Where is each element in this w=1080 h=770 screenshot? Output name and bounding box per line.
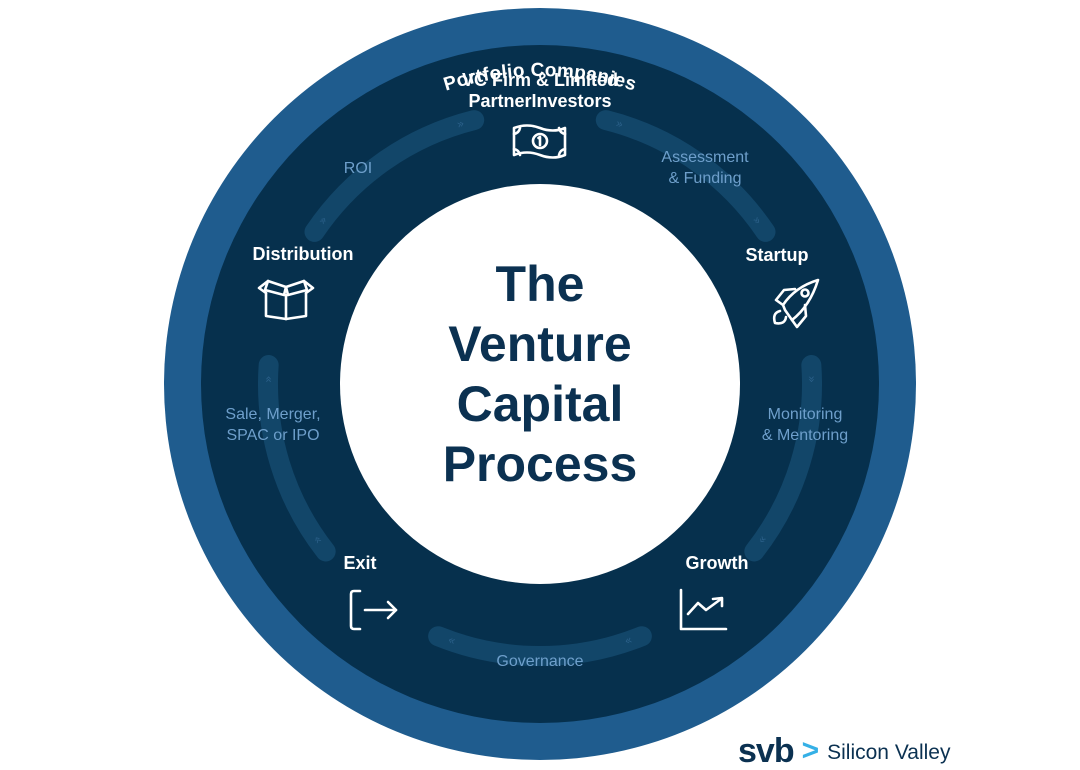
logo-text: Silicon Valley — [827, 741, 951, 764]
stage-label: Startup — [746, 245, 809, 265]
track-governance — [428, 626, 652, 666]
trend-chart-icon — [679, 588, 728, 631]
stage-growth: Growth — [679, 553, 749, 631]
chevron-icon: » — [261, 375, 275, 383]
track-monitoring-mentoring — [744, 355, 822, 562]
transition-label: & Funding — [669, 170, 742, 187]
money-bill-icon — [512, 124, 567, 159]
title-line: The — [496, 256, 585, 312]
stage-distribution: Distribution — [253, 244, 354, 321]
transition-label: Sale, Merger, — [225, 406, 320, 423]
transition-monitoring-mentoring: Monitoring & Mentoring — [762, 406, 848, 444]
stage-label: Growth — [686, 553, 749, 573]
svb-logo: svb > Silicon Valley — [738, 734, 951, 768]
transition-label: Assessment — [661, 149, 749, 166]
transition-sale-merger: Sale, Merger, SPAC or IPO — [225, 406, 320, 444]
open-box-icon — [257, 279, 315, 321]
center-title: The Venture Capital Process — [443, 256, 638, 492]
stage-startup: Startup — [746, 245, 820, 329]
track-assessment-funding — [595, 110, 776, 242]
transition-label: & Mentoring — [762, 427, 848, 444]
transition-tracks: »»»»»»»»»» — [258, 110, 822, 666]
transition-label: Monitoring — [768, 406, 843, 423]
stage-label: VC Firm & Limited — [462, 70, 618, 90]
transition-label: SPAC or IPO — [226, 427, 319, 444]
chevron-icon: » — [805, 375, 819, 383]
stage-exit: Exit — [343, 553, 398, 631]
title-line: Capital — [457, 376, 624, 432]
transition-label: Governance — [496, 653, 583, 670]
track-sale-merger — [258, 355, 336, 562]
title-line: Process — [443, 436, 638, 492]
stage-vc-firm: VC Firm & Limited PartnerInvestors — [462, 70, 618, 159]
transition-assessment-funding: Assessment & Funding — [661, 149, 749, 187]
stage-label: Distribution — [253, 244, 354, 264]
logo-mark: svb — [738, 732, 795, 770]
exit-arrow-icon — [349, 589, 398, 631]
track-roi — [304, 110, 485, 242]
chevron-icon: » — [455, 116, 466, 132]
chevron-icon: » — [614, 116, 625, 132]
chevron-icon: » — [623, 633, 635, 649]
transition-governance: Governance — [496, 653, 583, 670]
stage-label: Exit — [343, 553, 376, 573]
rocket-icon — [772, 278, 820, 329]
transition-label: ROI — [344, 160, 372, 177]
transition-roi: ROI — [344, 160, 372, 177]
center-circle — [340, 184, 740, 584]
stage-label: PartnerInvestors — [468, 91, 611, 111]
chevron-icon: » — [446, 633, 458, 649]
title-line: Venture — [448, 316, 631, 372]
logo-chevron-icon: > — [801, 734, 820, 767]
